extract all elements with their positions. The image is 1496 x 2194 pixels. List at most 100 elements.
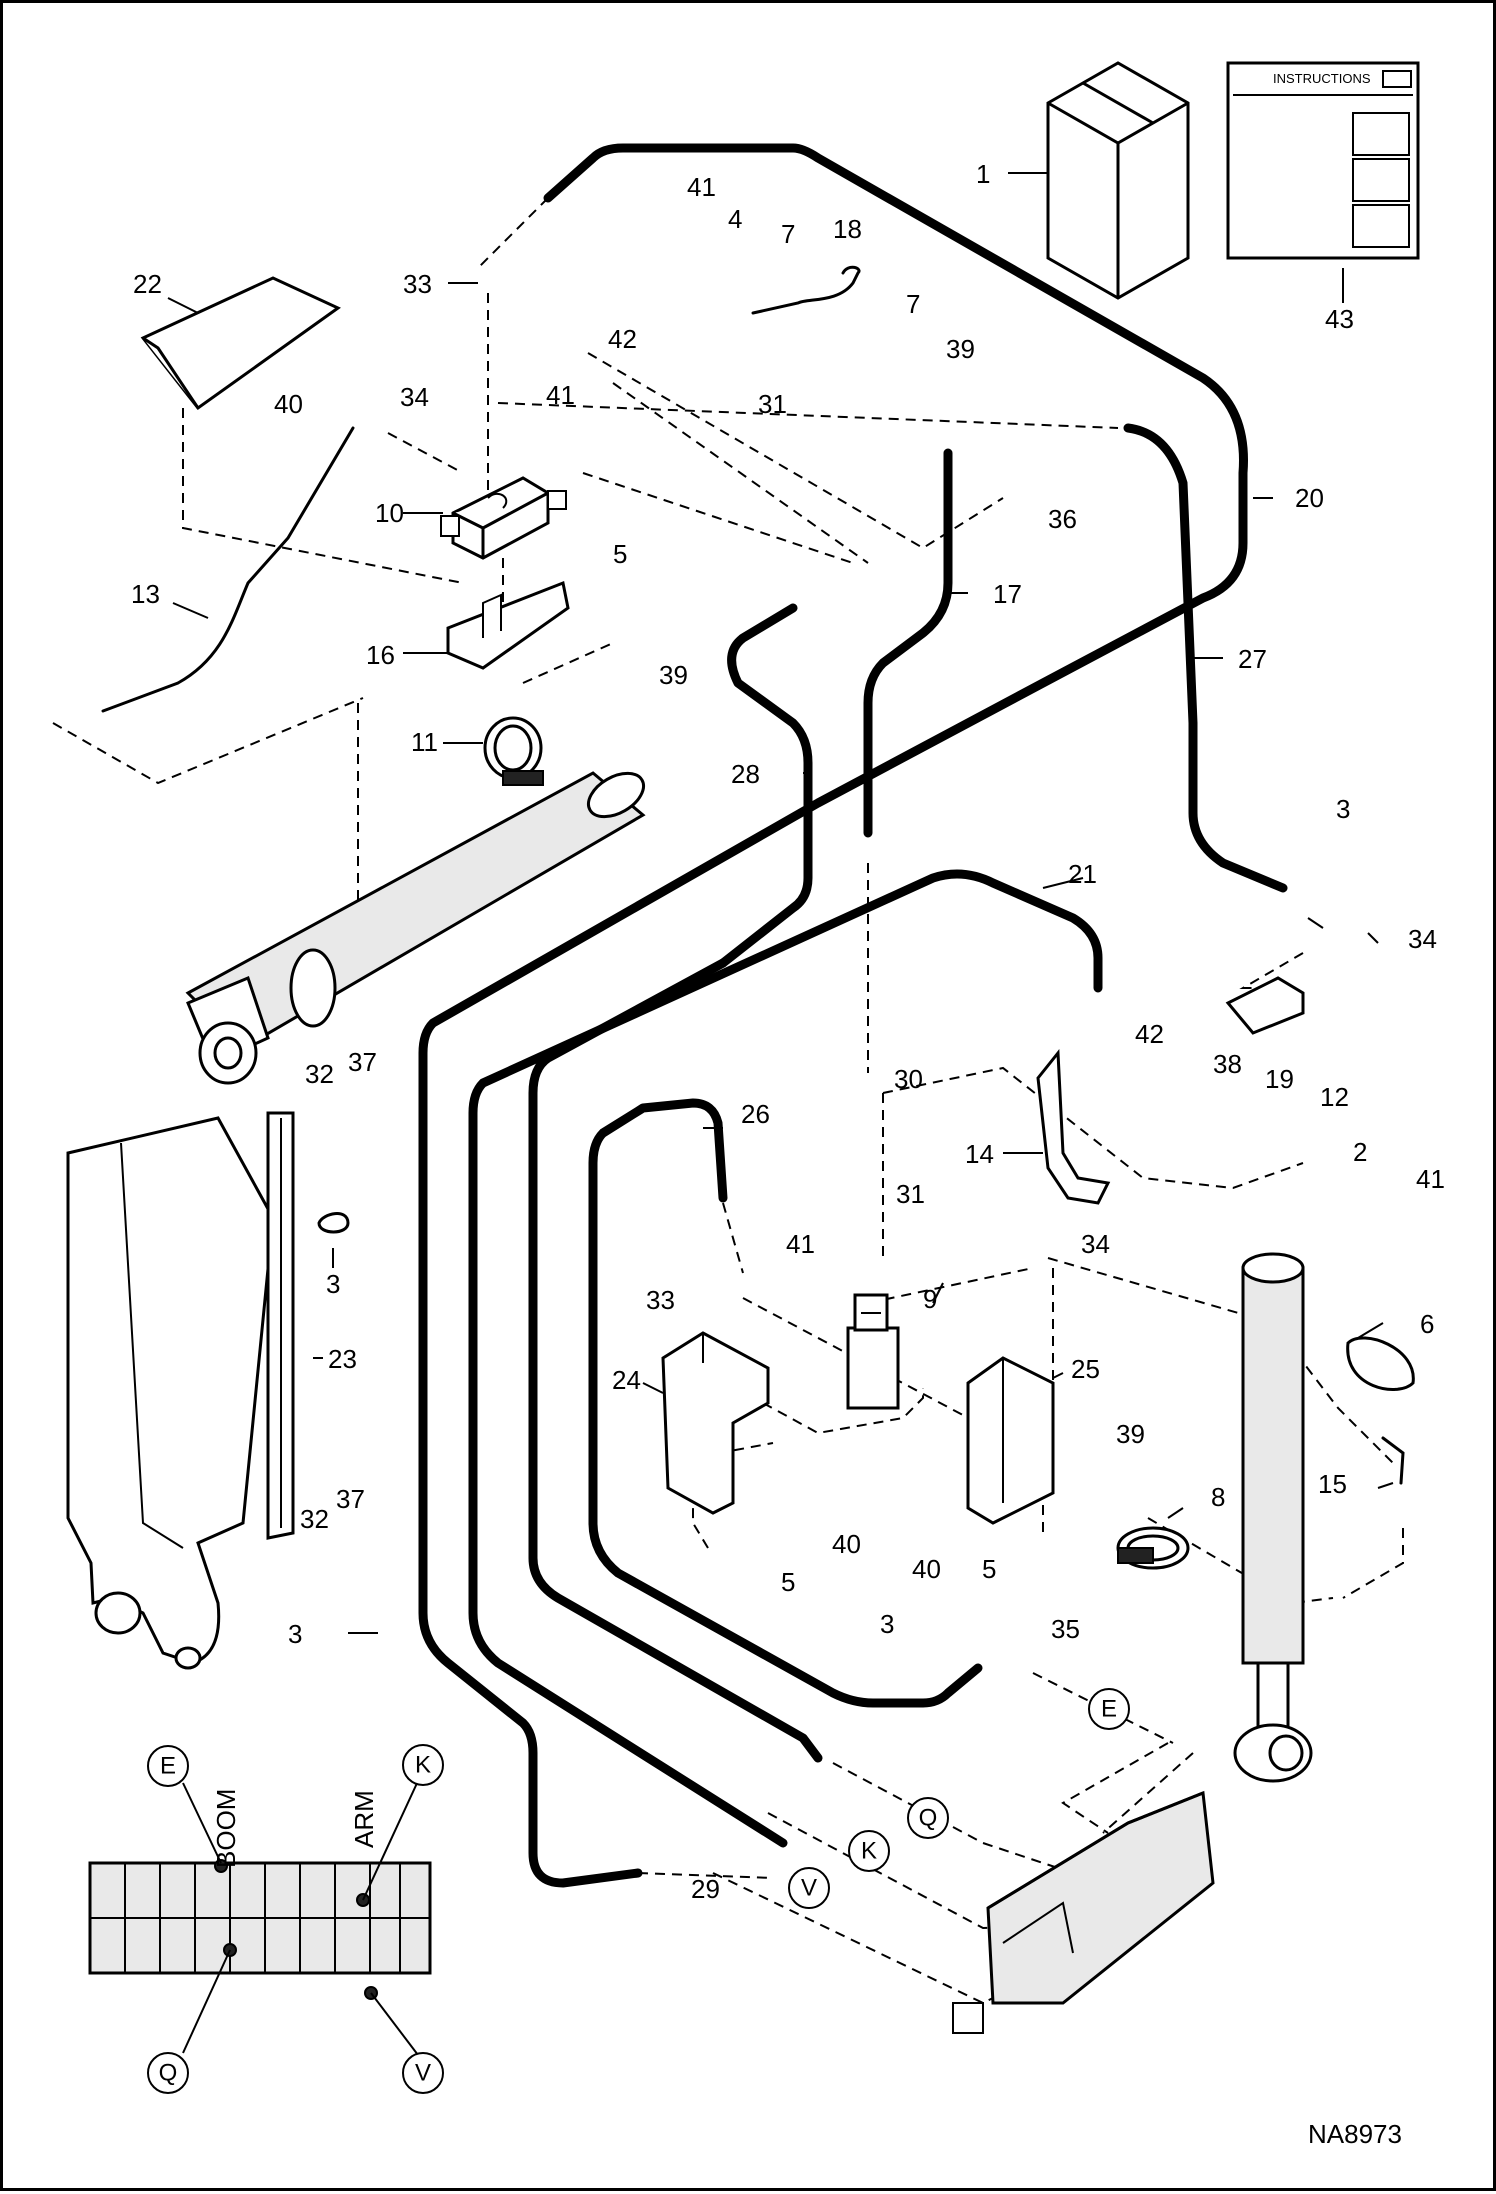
callout-3-left: 3 — [288, 1619, 302, 1649]
callout-35: 35 — [1051, 1614, 1080, 1644]
callout-40-top: 40 — [274, 389, 303, 419]
callout-3-bottom: 3 — [880, 1609, 894, 1639]
hose-28 — [718, 603, 813, 968]
hose-27 — [1123, 423, 1288, 893]
clamp-6 — [1346, 1336, 1415, 1391]
hose-21 — [468, 869, 1103, 1848]
callout-21: 21 — [1068, 859, 1097, 889]
svg-text:Q: Q — [919, 1805, 938, 1832]
callout-37-bottom: 37 — [336, 1484, 365, 1514]
guard-22 — [140, 276, 341, 411]
callout-24: 24 — [612, 1365, 641, 1395]
callout-32-top: 32 — [305, 1059, 334, 1089]
callout-37-top: 37 — [348, 1047, 377, 1077]
callout-6: 6 — [1420, 1309, 1434, 1339]
callout-34-mid: 34 — [1081, 1229, 1110, 1259]
hose-20 — [418, 143, 1248, 1888]
svg-text:V: V — [415, 2060, 431, 2087]
tee-fitting — [1225, 976, 1305, 1035]
svg-text:V: V — [801, 1875, 817, 1902]
drawing-id: NA8973 — [1308, 2119, 1402, 2149]
callout-43: 43 — [1325, 304, 1354, 334]
port-v-inset: V — [402, 2052, 444, 2094]
callout-8: 8 — [1211, 1482, 1225, 1512]
hydraulic-cylinder-arm — [1233, 1252, 1313, 1783]
port-e-main: E — [1088, 1688, 1130, 1730]
bracket-24 — [661, 1331, 770, 1515]
callout-41-mid: 41 — [786, 1229, 815, 1259]
callout-7-right: 7 — [906, 289, 920, 319]
callout-5-top: 5 — [613, 539, 627, 569]
callout-19: 19 — [1265, 1064, 1294, 1094]
callout-32-bottom: 32 — [300, 1504, 329, 1534]
callout-30: 30 — [894, 1064, 923, 1094]
tube-15 — [1381, 1436, 1405, 1485]
control-valve-main — [952, 1790, 1215, 2034]
port-q-main: Q — [907, 1797, 949, 1839]
callout-25: 25 — [1071, 1354, 1100, 1384]
callout-2: 2 — [1353, 1137, 1367, 1167]
boom-section-label: BOOM — [211, 1789, 241, 1868]
callout-34-top: 34 — [400, 382, 429, 412]
callout-3-right: 3 — [1336, 794, 1350, 824]
port-v-main: V — [788, 1867, 830, 1909]
callout-10: 10 — [375, 498, 404, 528]
callout-40-bottom: 40 — [912, 1554, 941, 1584]
leader-lines — [167, 172, 1394, 1634]
control-valve-inset: BOOM ARM — [88, 1789, 432, 2000]
diagram-canvas: INSTRUCTIONS — [52, 61, 1445, 2149]
tube-13 — [101, 426, 355, 713]
callout-41-right: 41 — [1416, 1164, 1445, 1194]
port-k-inset: K — [402, 1744, 444, 1786]
port-q-inset: Q — [147, 2052, 189, 2094]
callout-14: 14 — [965, 1139, 994, 1169]
port-k-main: K — [848, 1830, 890, 1872]
instructions-label: INSTRUCTIONS — [1273, 71, 1371, 86]
assembly-lines — [52, 197, 1404, 2005]
svg-text:E: E — [160, 1753, 176, 1780]
hose-guard-23 — [266, 1111, 295, 1540]
callout-41-valve: 41 — [546, 380, 575, 410]
callout-20: 20 — [1295, 483, 1324, 513]
callout-26: 26 — [741, 1099, 770, 1129]
callout-18: 18 — [833, 214, 862, 244]
tube-18 — [751, 265, 861, 315]
callout-22: 22 — [133, 269, 162, 299]
callout-13: 13 — [131, 579, 160, 609]
svg-text:Q: Q — [159, 2060, 178, 2087]
boom-arm-structure — [66, 1116, 275, 1670]
callout-4: 4 — [728, 204, 742, 234]
callout-39-mid: 39 — [659, 660, 688, 690]
callout-5-mid: 5 — [781, 1567, 795, 1597]
svg-text:E: E — [1101, 1696, 1117, 1723]
clamp-8 — [1116, 1526, 1190, 1570]
callout-36: 36 — [1048, 504, 1077, 534]
hydraulic-cylinder-boom — [185, 771, 646, 1085]
port-markers: E K Q V E Q K V — [147, 1688, 1130, 2094]
callout-9: 9 — [923, 1284, 937, 1314]
callout-28: 28 — [731, 759, 760, 789]
callout-40-mid: 40 — [832, 1529, 861, 1559]
callout-27: 27 — [1238, 644, 1267, 674]
callout-29: 29 — [691, 1874, 720, 1904]
clamp-11 — [483, 716, 544, 786]
svg-text:K: K — [415, 1752, 431, 1779]
svg-text:K: K — [861, 1838, 877, 1865]
callout-42-top: 42 — [608, 324, 637, 354]
tube-14 — [1036, 1048, 1111, 1205]
valve-9 — [846, 1293, 900, 1410]
callout-33-top: 33 — [403, 269, 432, 299]
port-e-inset: E — [147, 1745, 189, 1787]
callout-16: 16 — [366, 640, 395, 670]
arm-section-label: ARM — [349, 1790, 379, 1848]
callout-42-mid: 42 — [1135, 1019, 1164, 1049]
callout-41-top: 41 — [687, 172, 716, 202]
instructions-sheet: INSTRUCTIONS — [1226, 61, 1420, 260]
clamp-3-arm — [317, 1212, 350, 1234]
callout-17: 17 — [993, 579, 1022, 609]
hose-26 — [588, 1098, 983, 1708]
callout-39-top: 39 — [946, 334, 975, 364]
bracket-25 — [966, 1356, 1055, 1525]
valve-10 — [440, 476, 567, 560]
